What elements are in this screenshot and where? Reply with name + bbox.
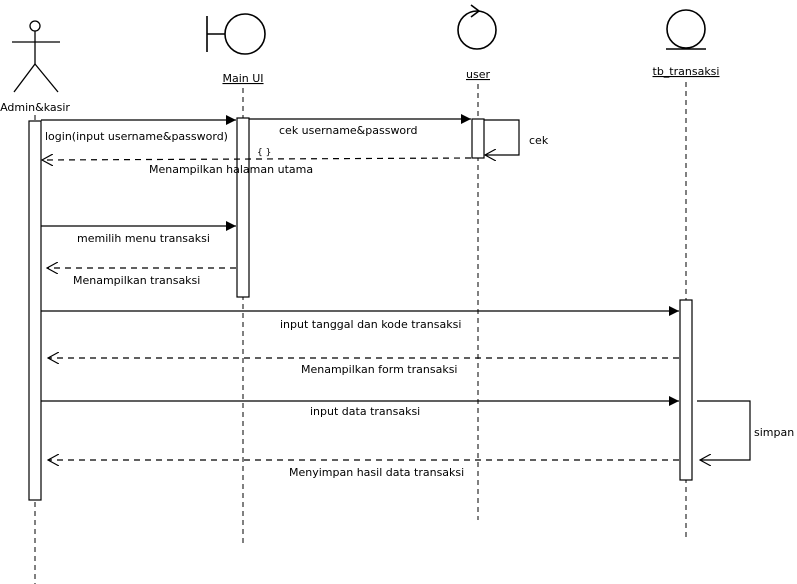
message-label-self-cek: cek — [529, 134, 549, 147]
activation-bar-admin-kasir — [28, 120, 42, 501]
message-label-login: login(input username&password) — [45, 130, 228, 143]
activation-bar-user — [471, 118, 485, 159]
message-label-self-simpan: simpan — [754, 426, 794, 439]
control-icon — [457, 4, 497, 50]
message-label-halaman-utama: Menampilkan halaman utama — [149, 163, 313, 176]
boundary-icon — [206, 13, 266, 55]
actor-icon — [12, 20, 60, 93]
message-arrow-halaman-utama — [42, 158, 472, 160]
message-label-input-data: input data transaksi — [310, 405, 420, 418]
participant-label-tb-transaksi: tb_transaksi — [653, 65, 720, 78]
message-label-menampilkan-transaksi: Menampilkan transaksi — [73, 274, 200, 287]
participant-label-admin-kasir: Admin&kasir — [0, 101, 70, 114]
participant-user: user — [457, 4, 497, 81]
message-label-input-tanggal: input tanggal dan kode transaksi — [280, 318, 461, 331]
message-guard: { } — [257, 148, 271, 158]
participant-label-main-ui: Main UI — [222, 72, 263, 85]
participant-main-ui: Main UI — [206, 13, 266, 85]
message-arrow-self-cek — [484, 119, 520, 155]
activation-bar-tb-transaksi — [679, 299, 693, 481]
participant-tb-transaksi: tb_transaksi — [653, 9, 720, 78]
message-label-menyimpan-hasil: Menyimpan hasil data transaksi — [289, 466, 464, 479]
participant-label-user: user — [466, 68, 490, 81]
actor-admin-kasir: Admin&kasir — [0, 20, 70, 114]
message-arrow-self-simpan — [697, 400, 751, 460]
entity-icon — [666, 9, 706, 50]
message-label-cek-username: cek username&password — [279, 124, 417, 137]
activation-bar-main-ui — [236, 117, 250, 298]
message-label-memilih-menu: memilih menu transaksi — [77, 232, 210, 245]
message-label-form-transaksi: Menampilkan form transaksi — [301, 363, 458, 376]
